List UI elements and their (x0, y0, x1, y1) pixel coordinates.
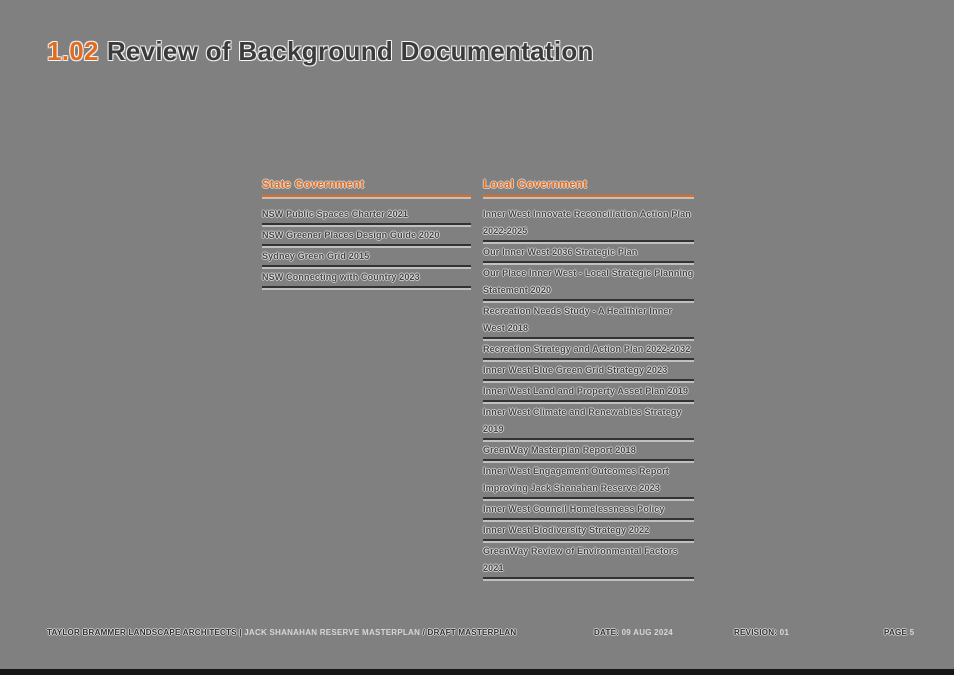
document-list-item: Inner West Biodiversity Strategy 2022 (483, 522, 694, 541)
document-list-item: Recreation Needs Study - A Healthier Inn… (483, 303, 694, 339)
footer-firm-name: TAYLOR BRAMMER LANDSCAPE ARCHITECTS | (47, 628, 242, 637)
local-government-column: Local Government Inner West Innovate Rec… (483, 179, 694, 581)
document-list-item: Inner West Council Homelessness Policy (483, 501, 694, 520)
document-list-item: Sydney Green Grid 2015 (262, 248, 471, 267)
document-list-item: Inner West Land and Property Asset Plan … (483, 383, 694, 402)
footer-project-name: JACK SHANAHAN RESERVE MASTERPLAN (244, 628, 421, 637)
page-value: 5 (909, 628, 915, 637)
document-list-item: Our Inner West 2036 Strategic Plan (483, 244, 694, 263)
footer-page-number: PAGE 5 (884, 628, 914, 637)
local-government-header: Local Government (483, 179, 694, 197)
section-number: 1.02 (47, 36, 99, 66)
date-value: 09 AUG 2024 (621, 628, 673, 637)
state-government-column: State Government NSW Public Spaces Chart… (262, 179, 471, 290)
bottom-edge-bar (0, 669, 954, 675)
document-list-item: GreenWay Review of Environmental Factors… (483, 543, 694, 579)
document-list-item: NSW Connecting with Country 2023 (262, 269, 471, 288)
document-list-item: Inner West Blue Green Grid Strategy 2023 (483, 362, 694, 381)
footer-document-type: / DRAFT MASTERPLAN (422, 628, 517, 637)
section-title-text: Review of Background Documentation (106, 36, 594, 66)
footer-project-title: TAYLOR BRAMMER LANDSCAPE ARCHITECTS | JA… (47, 628, 516, 637)
document-list-item: Recreation Strategy and Action Plan 2022… (483, 341, 694, 360)
document-list-item: GreenWay Masterplan Report 2018 (483, 442, 694, 461)
date-label: DATE: (594, 628, 620, 637)
document-list-item: Our Place Inner West - Local Strategic P… (483, 265, 694, 301)
footer: TAYLOR BRAMMER LANDSCAPE ARCHITECTS | JA… (0, 625, 954, 641)
state-government-header: State Government (262, 179, 471, 197)
local-government-list: Inner West Innovate Reconciliation Actio… (483, 206, 694, 579)
state-government-list: NSW Public Spaces Charter 2021 NSW Green… (262, 206, 471, 288)
document-list-item: NSW Greener Places Design Guide 2020 (262, 227, 471, 246)
footer-date: DATE: 09 AUG 2024 (594, 628, 673, 637)
document-list-item: NSW Public Spaces Charter 2021 (262, 206, 471, 225)
revision-value: 01 (779, 628, 790, 637)
document-list-item: Inner West Innovate Reconciliation Actio… (483, 206, 694, 242)
document-list-item: Inner West Engagement Outcomes Report Im… (483, 463, 694, 499)
footer-revision: REVISION: 01 (734, 628, 789, 637)
document-list-item: Inner West Climate and Renewables Strate… (483, 404, 694, 440)
page-label: PAGE (884, 628, 908, 637)
revision-label: REVISION: (734, 628, 778, 637)
